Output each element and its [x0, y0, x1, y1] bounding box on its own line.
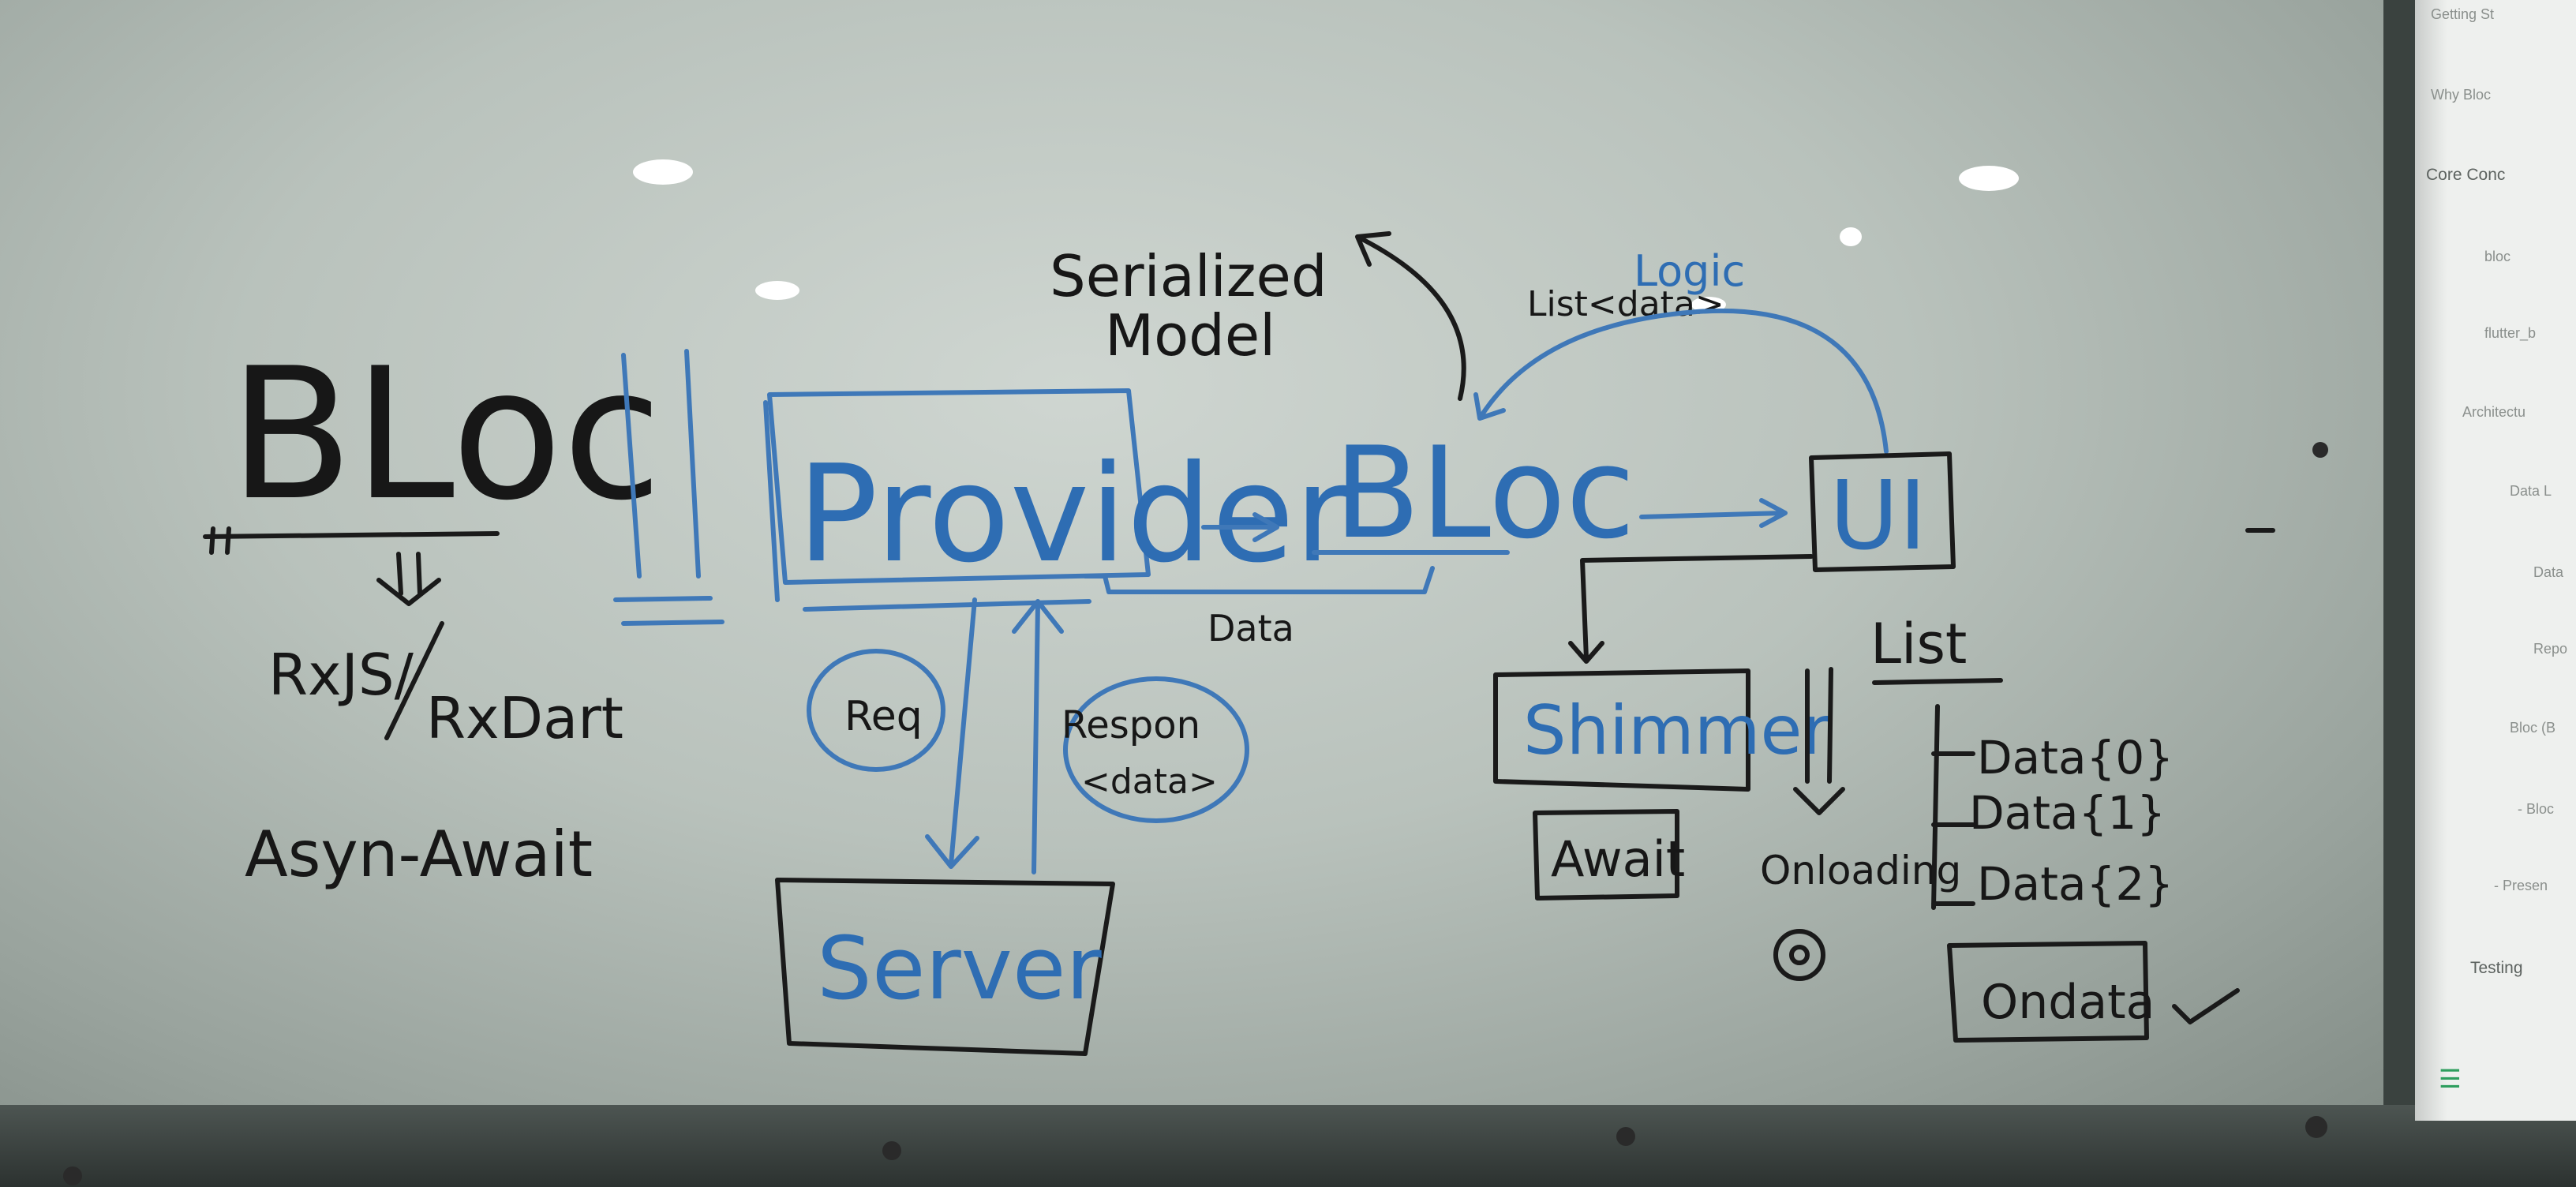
server-box	[775, 878, 1115, 1056]
list-label: List	[1870, 612, 1967, 676]
rxdart-label: RxDart	[426, 685, 623, 751]
list-item-0: Data{0}	[1977, 731, 2174, 784]
menu-item: flutter_b	[2484, 325, 2537, 341]
list-item-2: Data{2}	[1977, 857, 2174, 911]
magnet-dot	[63, 1166, 82, 1185]
data-label: Data	[1208, 607, 1294, 650]
magnet-dot	[2312, 442, 2328, 458]
menu-item: Getting St	[2431, 6, 2495, 22]
slash	[384, 621, 444, 740]
loading-spinner-icon	[1773, 929, 1825, 981]
req-label: Req	[844, 693, 923, 740]
model-label: Model	[1105, 302, 1275, 369]
list-tree	[1931, 704, 1975, 910]
arrow-bloc-ui	[1639, 498, 1788, 528]
shimmer-label: Shimmer	[1523, 691, 1830, 770]
menu-item: Repo	[2533, 641, 2568, 657]
await-box	[1533, 809, 1679, 901]
async-await-label: Asyn-Await	[245, 818, 593, 891]
ui-label: UI	[1829, 462, 1926, 571]
ui-box	[1809, 451, 1956, 572]
logic-label: Logic	[1634, 246, 1745, 296]
req-circle	[807, 649, 945, 772]
menu-item: bloc	[2484, 249, 2511, 264]
menu-item: Bloc (B	[2510, 720, 2556, 736]
await-label: Await	[1551, 830, 1685, 888]
light-reflection	[1959, 166, 2019, 191]
blue-double-line	[621, 349, 701, 579]
loading-spinner-center	[1789, 945, 1810, 965]
equals-mark	[209, 526, 231, 555]
arrow-provider-bloc	[1201, 512, 1279, 542]
menu-item: Core Conc	[2426, 166, 2506, 184]
response-circle	[1063, 676, 1249, 823]
menu-item: Why Bloc	[2431, 87, 2492, 103]
shimmer-box	[1493, 668, 1750, 792]
side-screen: Getting St Why Bloc Core Conc bloc flutt…	[2415, 0, 2576, 1121]
ondata-label: Ondata	[1981, 975, 2155, 1030]
server-label: Server	[817, 918, 1102, 1019]
magnet-dot	[2305, 1116, 2327, 1138]
serialized-label: Serialized	[1050, 243, 1327, 309]
whiteboard-frame	[0, 1105, 2576, 1187]
provider-underline	[803, 599, 1091, 612]
response-label: Respon	[1061, 703, 1200, 747]
underline	[203, 531, 500, 539]
rxjs-label: RxJS/	[268, 642, 414, 708]
hamburger-icon[interactable]: ☰	[2439, 1064, 2462, 1094]
menu-item: Architectu	[2462, 404, 2526, 420]
menu-item: - Presen	[2494, 878, 2548, 893]
blue-equals	[613, 596, 724, 626]
menu-item: Data L	[2510, 483, 2552, 499]
magnet-dot	[1616, 1127, 1635, 1146]
provider-box-edge	[763, 400, 780, 602]
down-arrow	[376, 552, 441, 606]
arrow-request	[925, 597, 979, 869]
ondata-box	[1947, 941, 2149, 1043]
menu-item: - Bloc	[2518, 801, 2555, 817]
arrow-response	[1012, 599, 1064, 874]
menu-item: Testing	[2470, 959, 2523, 977]
data-return-line	[1083, 566, 1435, 594]
menu-item: Data	[2533, 564, 2564, 580]
provider-label: Provider	[797, 436, 1350, 593]
light-reflection	[633, 159, 693, 185]
arrow-ui-shimmer	[1568, 554, 1814, 664]
double-arrow	[1793, 667, 1845, 815]
response-data-label: <data>	[1081, 762, 1218, 802]
onloading-label: Onloading	[1760, 848, 1961, 893]
arrow-serialized	[1355, 231, 1466, 401]
check-icon	[2172, 988, 2240, 1024]
arrow-logic	[1473, 309, 1889, 454]
light-reflection	[1840, 227, 1862, 246]
light-reflection	[755, 281, 799, 300]
list-type-label: List<data>	[1527, 284, 1724, 324]
list-item-1: Data{1}	[1969, 786, 2166, 840]
provider-box	[767, 388, 1151, 585]
list-underline	[1872, 678, 2003, 685]
bloc-center-label: BLoc	[1334, 419, 1635, 567]
title-bloc-left: BLoc	[229, 330, 662, 541]
magnet-dot	[882, 1141, 901, 1160]
